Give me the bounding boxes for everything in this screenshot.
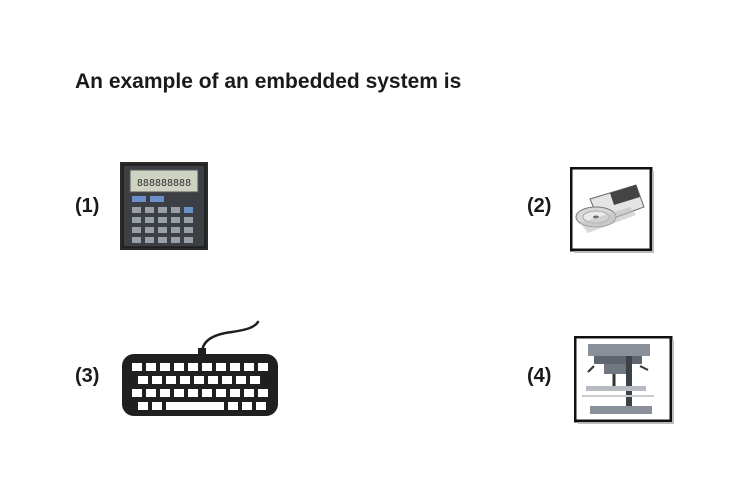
option-2-label[interactable]: (2): [527, 195, 552, 217]
keyboard-icon[interactable]: [120, 320, 280, 420]
question-text: An example of an embedded system is: [75, 70, 462, 93]
calculator-icon[interactable]: 888888888: [118, 160, 210, 252]
cd-drive-icon[interactable]: [570, 167, 654, 253]
option-1-label[interactable]: (1): [75, 195, 100, 217]
svg-text:888888888: 888888888: [137, 178, 191, 189]
option-3-label[interactable]: (3): [75, 365, 100, 387]
option-4-label[interactable]: (4): [527, 365, 552, 387]
drill-press-icon[interactable]: [574, 336, 674, 424]
